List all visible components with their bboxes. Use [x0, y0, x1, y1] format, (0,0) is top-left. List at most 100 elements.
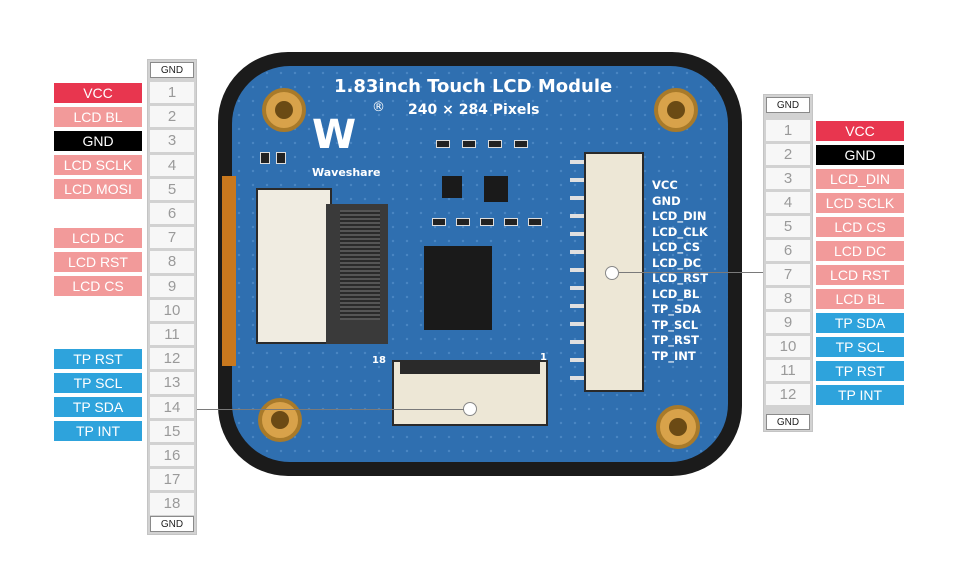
mounting-hole-top-right	[654, 88, 698, 132]
right-header-signal-label: GND	[816, 144, 904, 165]
left-header-pin-number: 15	[150, 420, 194, 442]
right-gnd-top: GND	[766, 97, 810, 113]
right-header-signal-label: TP SDA	[816, 312, 904, 333]
smd-component	[462, 140, 476, 148]
signal-lcd-rst: LCD_RST	[652, 271, 709, 285]
left-header-pin-number: 16	[150, 445, 194, 467]
left-header-signal-label: LCD MOSI	[54, 179, 142, 200]
smd-component	[480, 218, 494, 226]
signal-tp-int: TP_INT	[652, 348, 696, 363]
right-header-pin-number: 6	[766, 240, 810, 261]
signal-list: VCC GND LCD_DIN LCD_CLK LCD_CS LCD_DC LC…	[652, 178, 722, 364]
right-header-signal-label: TP INT	[816, 384, 904, 405]
regulator	[484, 176, 508, 202]
right-gnd-bottom: GND	[766, 414, 810, 430]
left-header-signal-label: VCC	[54, 82, 142, 103]
right-header-signal-label: LCD CS	[816, 216, 904, 237]
left-header-pin-number: 13	[150, 372, 194, 394]
smd-component	[488, 140, 502, 148]
left-gnd-top: GND	[150, 62, 194, 78]
left-header-signal-label: LCD RST	[54, 252, 142, 272]
left-header-pin-number: 5	[150, 178, 194, 200]
right-header-pin-number: 12	[766, 384, 810, 405]
left-header-pin-number: 6	[150, 203, 194, 225]
left-header-signal-label: TP INT	[54, 421, 142, 442]
signal-lcd-cs: LCD_CS	[652, 240, 700, 254]
waveshare-logo-icon: W	[312, 112, 356, 158]
bottom-connector-callout-dot	[463, 402, 477, 416]
right-header-pin-number: 10	[766, 336, 810, 357]
right-header-pin-number: 4	[766, 192, 810, 213]
right-header-pin-number: 2	[766, 144, 810, 165]
board-title: 1.83inch Touch LCD Module	[334, 76, 613, 97]
smd-component	[456, 218, 470, 226]
signal-lcd-din: LCD_DIN	[652, 209, 707, 223]
right-header-signal-label: LCD SCLK	[816, 192, 904, 213]
mounting-hole-bottom-right	[656, 405, 700, 449]
right-header-pin-number: 9	[766, 312, 810, 333]
right-header-pin-number: 1	[766, 120, 810, 141]
left-header-pin-number: 14	[150, 396, 194, 418]
smd-component	[504, 218, 518, 226]
right-header-pin-number: 7	[766, 264, 810, 285]
right-header-signal-label: LCD_DIN	[816, 168, 904, 189]
lcd-fpc-connector	[256, 188, 332, 344]
left-header-signal-label: LCD BL	[54, 106, 142, 127]
left-header-signal-label: LCD DC	[54, 227, 142, 248]
signal-tp-scl: TP_SCL	[652, 317, 699, 332]
left-header-signal-label: TP SDA	[54, 397, 142, 418]
right-header-pin-number: 3	[766, 168, 810, 189]
right-connector-pins	[570, 160, 584, 382]
right-header-signal-label: LCD BL	[816, 288, 904, 309]
left-header-pin-number: 11	[150, 324, 194, 346]
left-header-pin-number: 10	[150, 299, 194, 321]
right-header-pin-number: 8	[766, 288, 810, 309]
right-header-signal-label: LCD RST	[816, 264, 904, 285]
smd-component	[514, 140, 528, 148]
signal-lcd-clk: LCD_CLK	[652, 224, 708, 239]
left-header-signal-label: LCD SCLK	[54, 155, 142, 176]
mounting-hole-top-left	[262, 88, 306, 132]
board-subtitle: 240 × 284 Pixels	[408, 102, 540, 118]
registered-mark: ®	[372, 100, 385, 115]
bottom-connector-latch	[400, 360, 540, 374]
signal-tp-sda: TP_SDA	[652, 302, 701, 316]
left-header-signal-label: TP SCL	[54, 373, 142, 393]
left-header-pin-number: 3	[150, 130, 194, 152]
left-gnd-bottom: GND	[150, 516, 194, 532]
signal-lcd-dc: LCD_DC	[652, 255, 702, 270]
signal-lcd-bl: LCD_BL	[652, 286, 700, 301]
connector-pin-18-label: 18	[372, 355, 386, 366]
left-header-pin-number: 12	[150, 348, 194, 370]
smd-component	[260, 152, 270, 164]
right-connector-callout-dot	[605, 266, 619, 280]
mounting-hole-bottom-left	[258, 398, 302, 442]
left-header-pin-number: 2	[150, 106, 194, 128]
left-header-pin-number: 4	[150, 154, 194, 176]
left-header-signal-label: TP RST	[54, 348, 142, 369]
left-header-pin-number: 9	[150, 275, 194, 297]
right-header-pin-number: 5	[766, 216, 810, 237]
ribbon-stripes	[340, 210, 380, 320]
right-header-signal-label: TP RST	[816, 360, 904, 381]
left-header-pin-number: 18	[150, 493, 194, 515]
smd-component	[432, 218, 446, 226]
left-header-pin-number: 1	[150, 82, 194, 104]
left-header-pin-number: 8	[150, 251, 194, 273]
left-header-signal-label: GND	[54, 131, 142, 151]
ic-chip	[424, 246, 492, 330]
left-header-pin-number: 7	[150, 227, 194, 249]
right-header-signal-label: TP SCL	[816, 336, 904, 357]
connector-pin-1-label: 1	[540, 352, 547, 363]
right-header-pin-number: 11	[766, 360, 810, 381]
right-header-signal-label: VCC	[816, 120, 904, 141]
signal-vcc: VCC	[652, 178, 678, 192]
smd-component	[528, 218, 542, 226]
signal-gnd: GND	[652, 193, 681, 208]
brand-name: Waveshare	[312, 166, 381, 179]
signal-tp-rst: TP_RST	[652, 333, 700, 347]
smd-component	[276, 152, 286, 164]
smd-component	[436, 140, 450, 148]
left-header-signal-label: LCD CS	[54, 276, 142, 297]
transistor	[442, 176, 462, 198]
